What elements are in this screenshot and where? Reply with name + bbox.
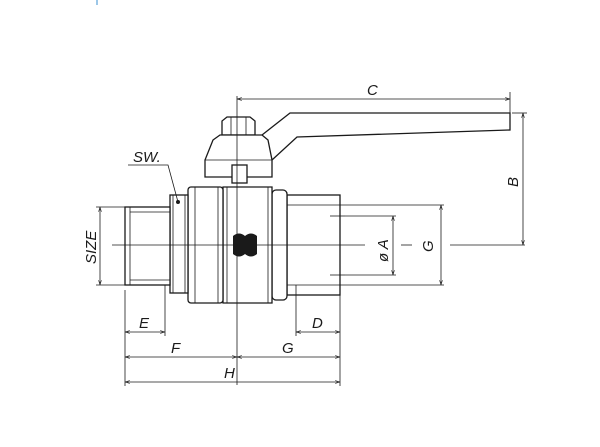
label-g-right: G bbox=[420, 240, 437, 252]
label-a: ø A bbox=[375, 239, 392, 262]
label-size: SIZE bbox=[83, 230, 100, 264]
label-f: F bbox=[171, 340, 181, 357]
label-d: D bbox=[312, 315, 323, 332]
label-sw: SW. bbox=[133, 149, 161, 166]
label-c: C bbox=[367, 82, 378, 99]
lever-handle bbox=[261, 112, 511, 162]
sw-leader bbox=[128, 164, 179, 203]
label-g-bottom: G bbox=[282, 340, 294, 357]
label-h: H bbox=[224, 365, 235, 382]
label-e: E bbox=[139, 315, 150, 332]
handle-cap bbox=[204, 116, 273, 184]
label-b: B bbox=[505, 177, 522, 187]
